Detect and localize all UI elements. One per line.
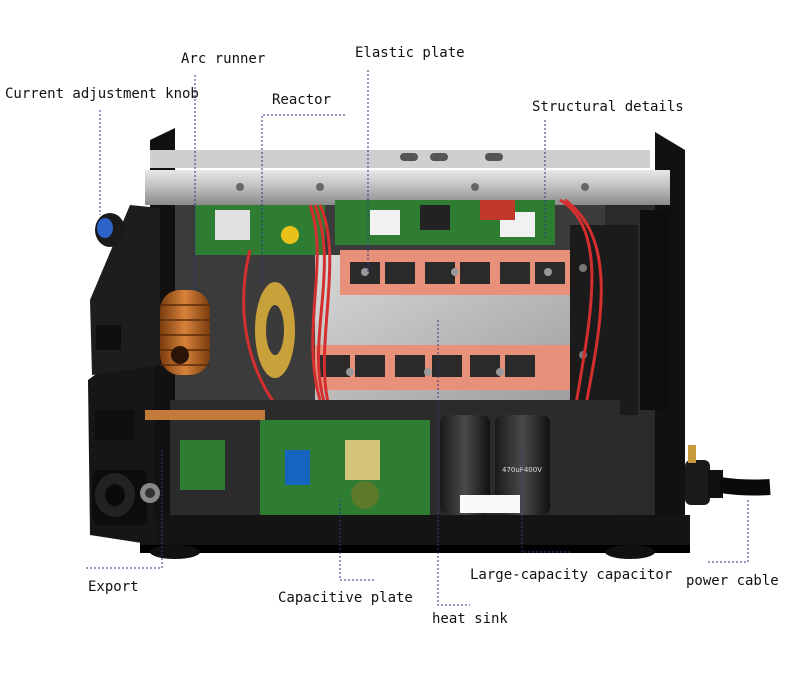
export-terminal [140,483,160,503]
leader-lines [86,70,749,606]
label-capacitive-plate: Capacitive plate [278,590,413,606]
reactor-toroid [255,282,295,378]
label-elastic-plate: Elastic plate [355,45,465,61]
label-power-cable: power cable [686,573,779,589]
arc-runner-coil [160,290,210,375]
front-panel [88,205,160,545]
label-current-knob: Current adjustment knob [5,86,199,102]
control-board [195,200,555,255]
label-reactor: Reactor [272,92,332,108]
current-knob [95,213,125,247]
label-heat-sink: heat sink [432,611,508,627]
large-capacitors: 470uF400V [440,415,550,515]
cable-gland [685,445,771,505]
label-arc-runner: Arc runner [181,51,266,67]
label-large-capacitor: Large-capacity capacitor [470,567,673,583]
label-export: Export [88,579,139,595]
fan-housing [570,210,670,415]
top-bracket [145,150,670,205]
heat-sink [315,250,575,400]
label-structural-details: Structural details [532,99,684,115]
